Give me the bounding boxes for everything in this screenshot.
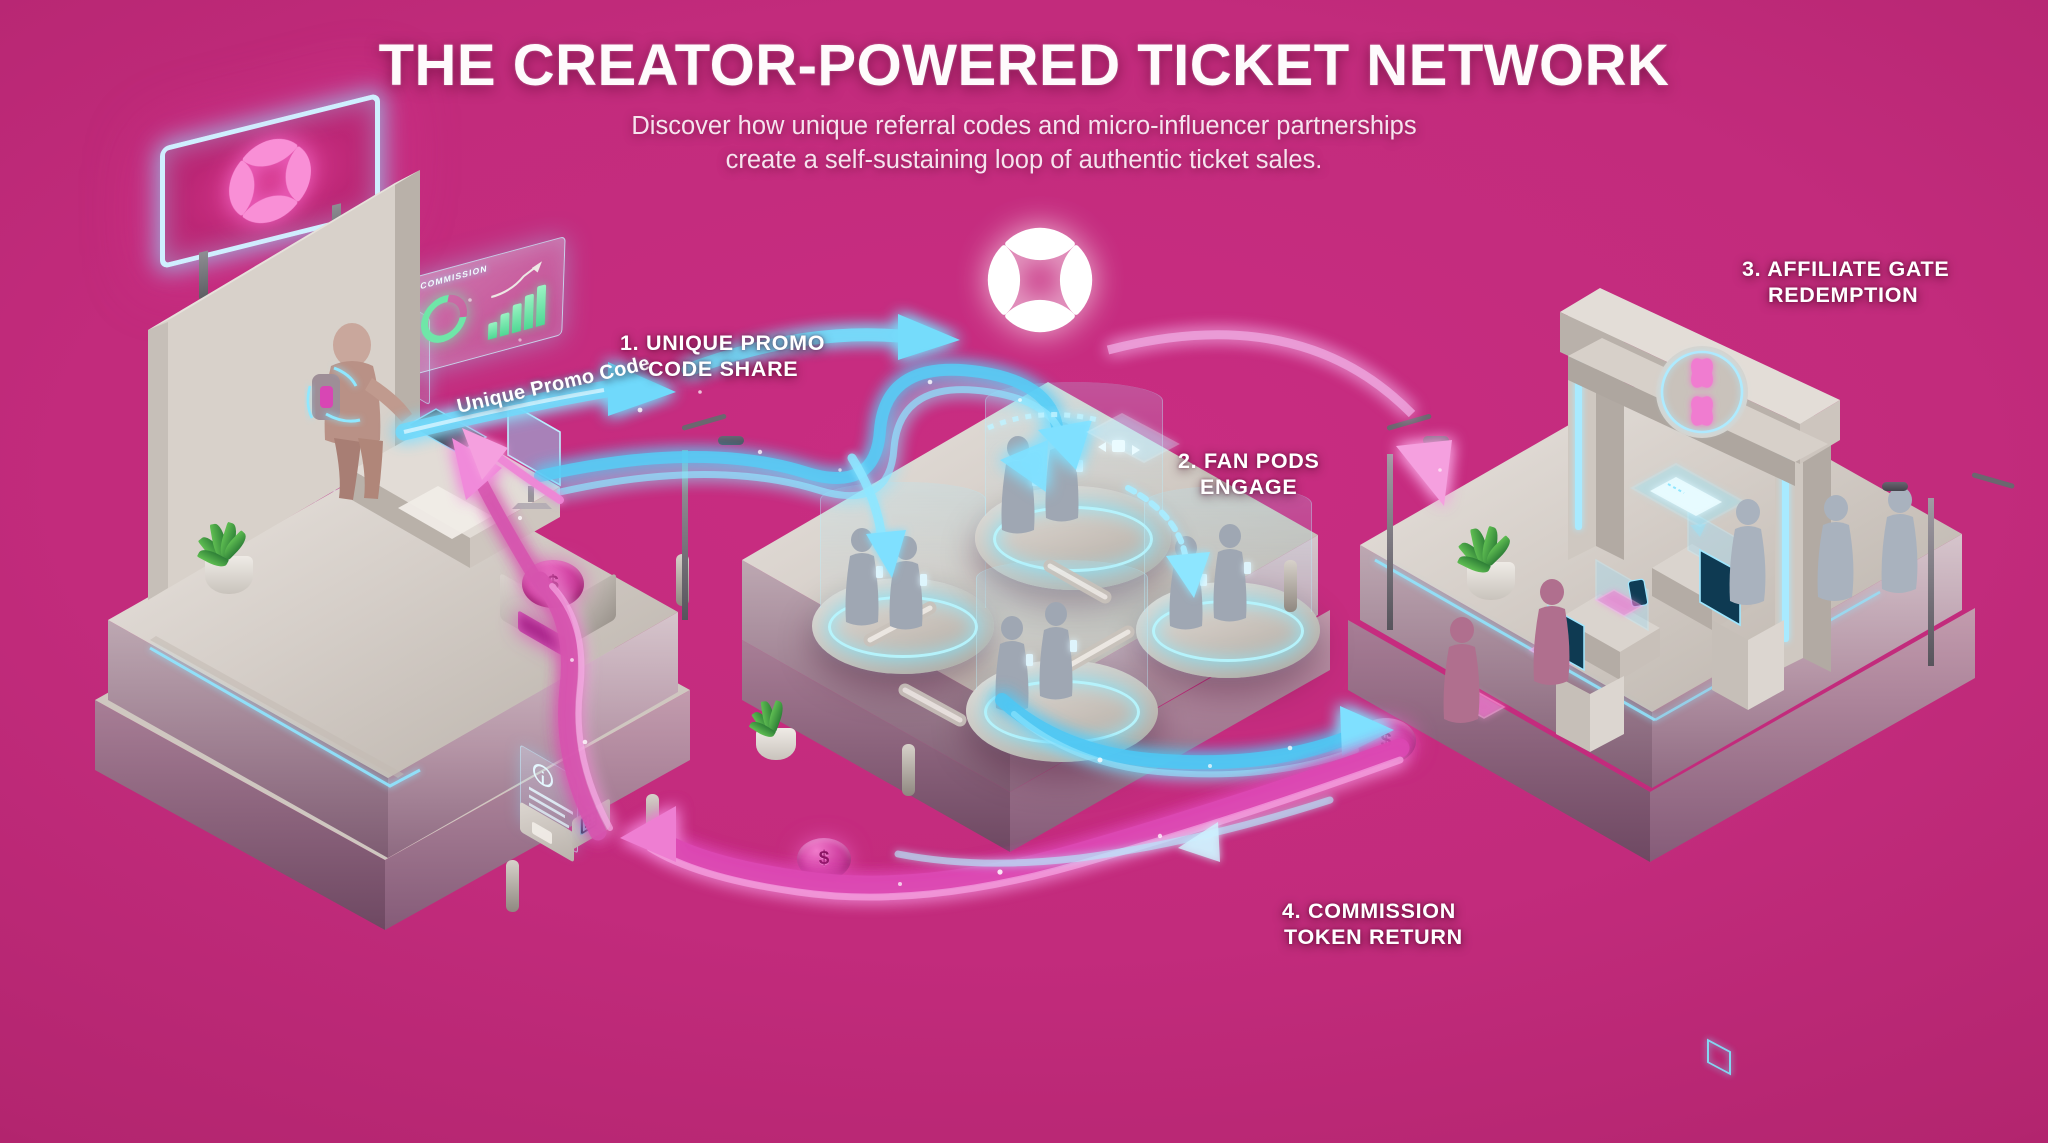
commission-token-coin-2: $: [797, 838, 851, 880]
page-subtitle: Discover how unique referral codes and m…: [0, 110, 2048, 178]
bollard: [506, 860, 519, 912]
step-2-line-1: 2. FAN PODS: [1178, 449, 1320, 473]
step-4-line-1: 4. COMMISSION: [1282, 899, 1456, 923]
coin-symbol: $: [818, 848, 830, 869]
bollard: [646, 794, 659, 846]
commission-hud-panel: COMMISSION: [402, 235, 566, 379]
potted-plant-gate: [1448, 488, 1534, 600]
step-1-line-1: 1. UNIQUE PROMO: [620, 331, 826, 355]
coin-symbol: $: [1380, 729, 1392, 752]
potted-plant-center: [738, 664, 814, 760]
step-4-line-2: TOKEN RETURN: [1284, 925, 1463, 950]
step-label-1: 1. UNIQUE PROMO CODE SHARE: [620, 330, 825, 382]
step-2-line-2: ENGAGE: [1200, 475, 1298, 500]
header-block: THE CREATOR-POWERED TICKET NETWORK Disco…: [0, 36, 2048, 178]
potted-plant-left: [186, 484, 272, 594]
commission-token-coin-3: $: [1356, 718, 1416, 764]
bollard: [1284, 560, 1297, 612]
commission-token-coin-1: $: [522, 560, 584, 608]
coin-symbol: $: [547, 572, 559, 595]
center-brand-logo-icon: [968, 208, 1112, 352]
street-lamp-1: [660, 413, 744, 620]
page-title: THE CREATOR-POWERED TICKET NETWORK: [378, 33, 1670, 98]
bollard: [902, 744, 915, 796]
step-label-4: 4. COMMISSION TOKEN RETURN: [1282, 898, 1463, 950]
step-label-3: 3. AFFILIATE GATE REDEMPTION: [1742, 256, 1949, 308]
step-3-line-2: REDEMPTION: [1768, 283, 1919, 308]
street-lamp-2: [1365, 413, 1449, 630]
street-lamp-3: [1882, 466, 2015, 666]
step-label-2: 2. FAN PODS ENGAGE: [1178, 448, 1320, 500]
trend-arrow-icon: [491, 261, 543, 299]
step-1-line-2: CODE SHARE: [648, 357, 799, 382]
subtitle-line-1: Discover how unique referral codes and m…: [631, 111, 1417, 140]
subtitle-line-2: create a self-sustaining loop of authent…: [725, 145, 1323, 174]
step-3-line-1: 3. AFFILIATE GATE: [1742, 257, 1950, 281]
